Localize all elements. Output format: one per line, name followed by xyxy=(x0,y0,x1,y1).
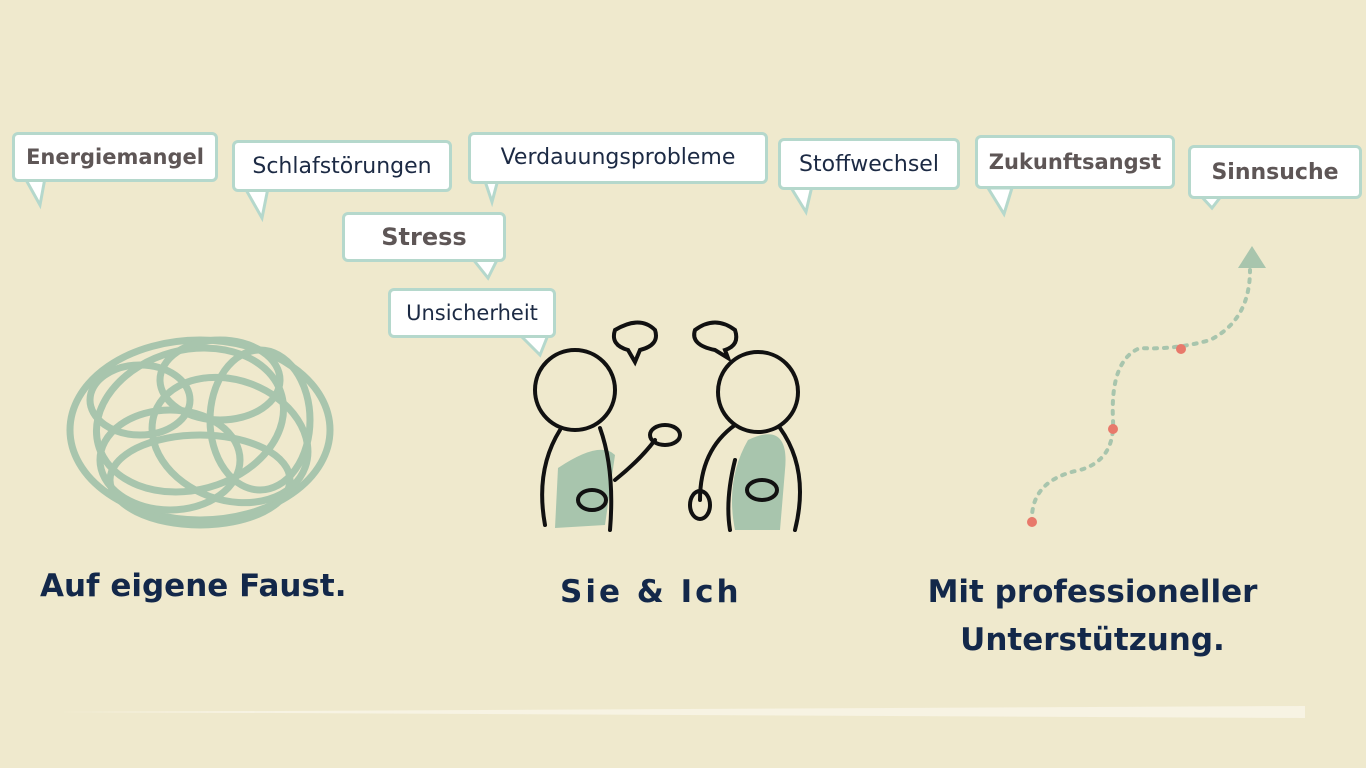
bubble-stress: Stress xyxy=(342,212,506,262)
bubble-tail xyxy=(242,186,270,223)
bubble-zukunftsangst: Zukunftsangst xyxy=(975,135,1175,189)
bubble-stoffwechsel: Stoffwechsel xyxy=(778,138,960,190)
bubble-tail xyxy=(22,176,47,210)
bubble-unsicherheit: Unsicherheit xyxy=(388,288,556,338)
bubble-energiemangel: Energiemangel xyxy=(12,132,218,182)
bubble-label: Verdauungsprobleme xyxy=(500,145,736,170)
caption-right-line1: Mit professioneller xyxy=(927,574,1258,610)
bubble-label: Schlafstörungen xyxy=(252,153,432,179)
tangled-scribble-icon xyxy=(66,336,334,529)
bubble-label: Stress xyxy=(381,223,467,251)
caption-right: Mit professioneller Unterstützung. xyxy=(905,568,1280,664)
bubble-label: Energiemangel xyxy=(26,145,204,169)
bubble-verdauungsprobleme: Verdauungsprobleme xyxy=(468,132,768,184)
bubble-label: Sinnsuche xyxy=(1211,159,1339,185)
bubble-schlafstoerungen: Schlafstörungen xyxy=(232,140,452,192)
bubble-tail xyxy=(985,186,1015,218)
bubble-sinnsuche: Sinnsuche xyxy=(1188,145,1362,199)
divider xyxy=(60,706,1305,718)
caption-left: Auf eigene Faust. xyxy=(40,568,347,604)
bubble-tail xyxy=(516,333,551,358)
growth-path-arrow-icon xyxy=(1027,246,1266,527)
bubble-label: Stoffwechsel xyxy=(799,151,939,177)
caption-center: Sie & Ich xyxy=(560,574,742,610)
caption-right-line2: Unterstützung. xyxy=(960,622,1225,658)
two-people-talking-icon xyxy=(533,320,802,532)
bubble-label: Zukunftsangst xyxy=(988,150,1162,174)
bubble-label: Unsicherheit xyxy=(406,301,538,325)
